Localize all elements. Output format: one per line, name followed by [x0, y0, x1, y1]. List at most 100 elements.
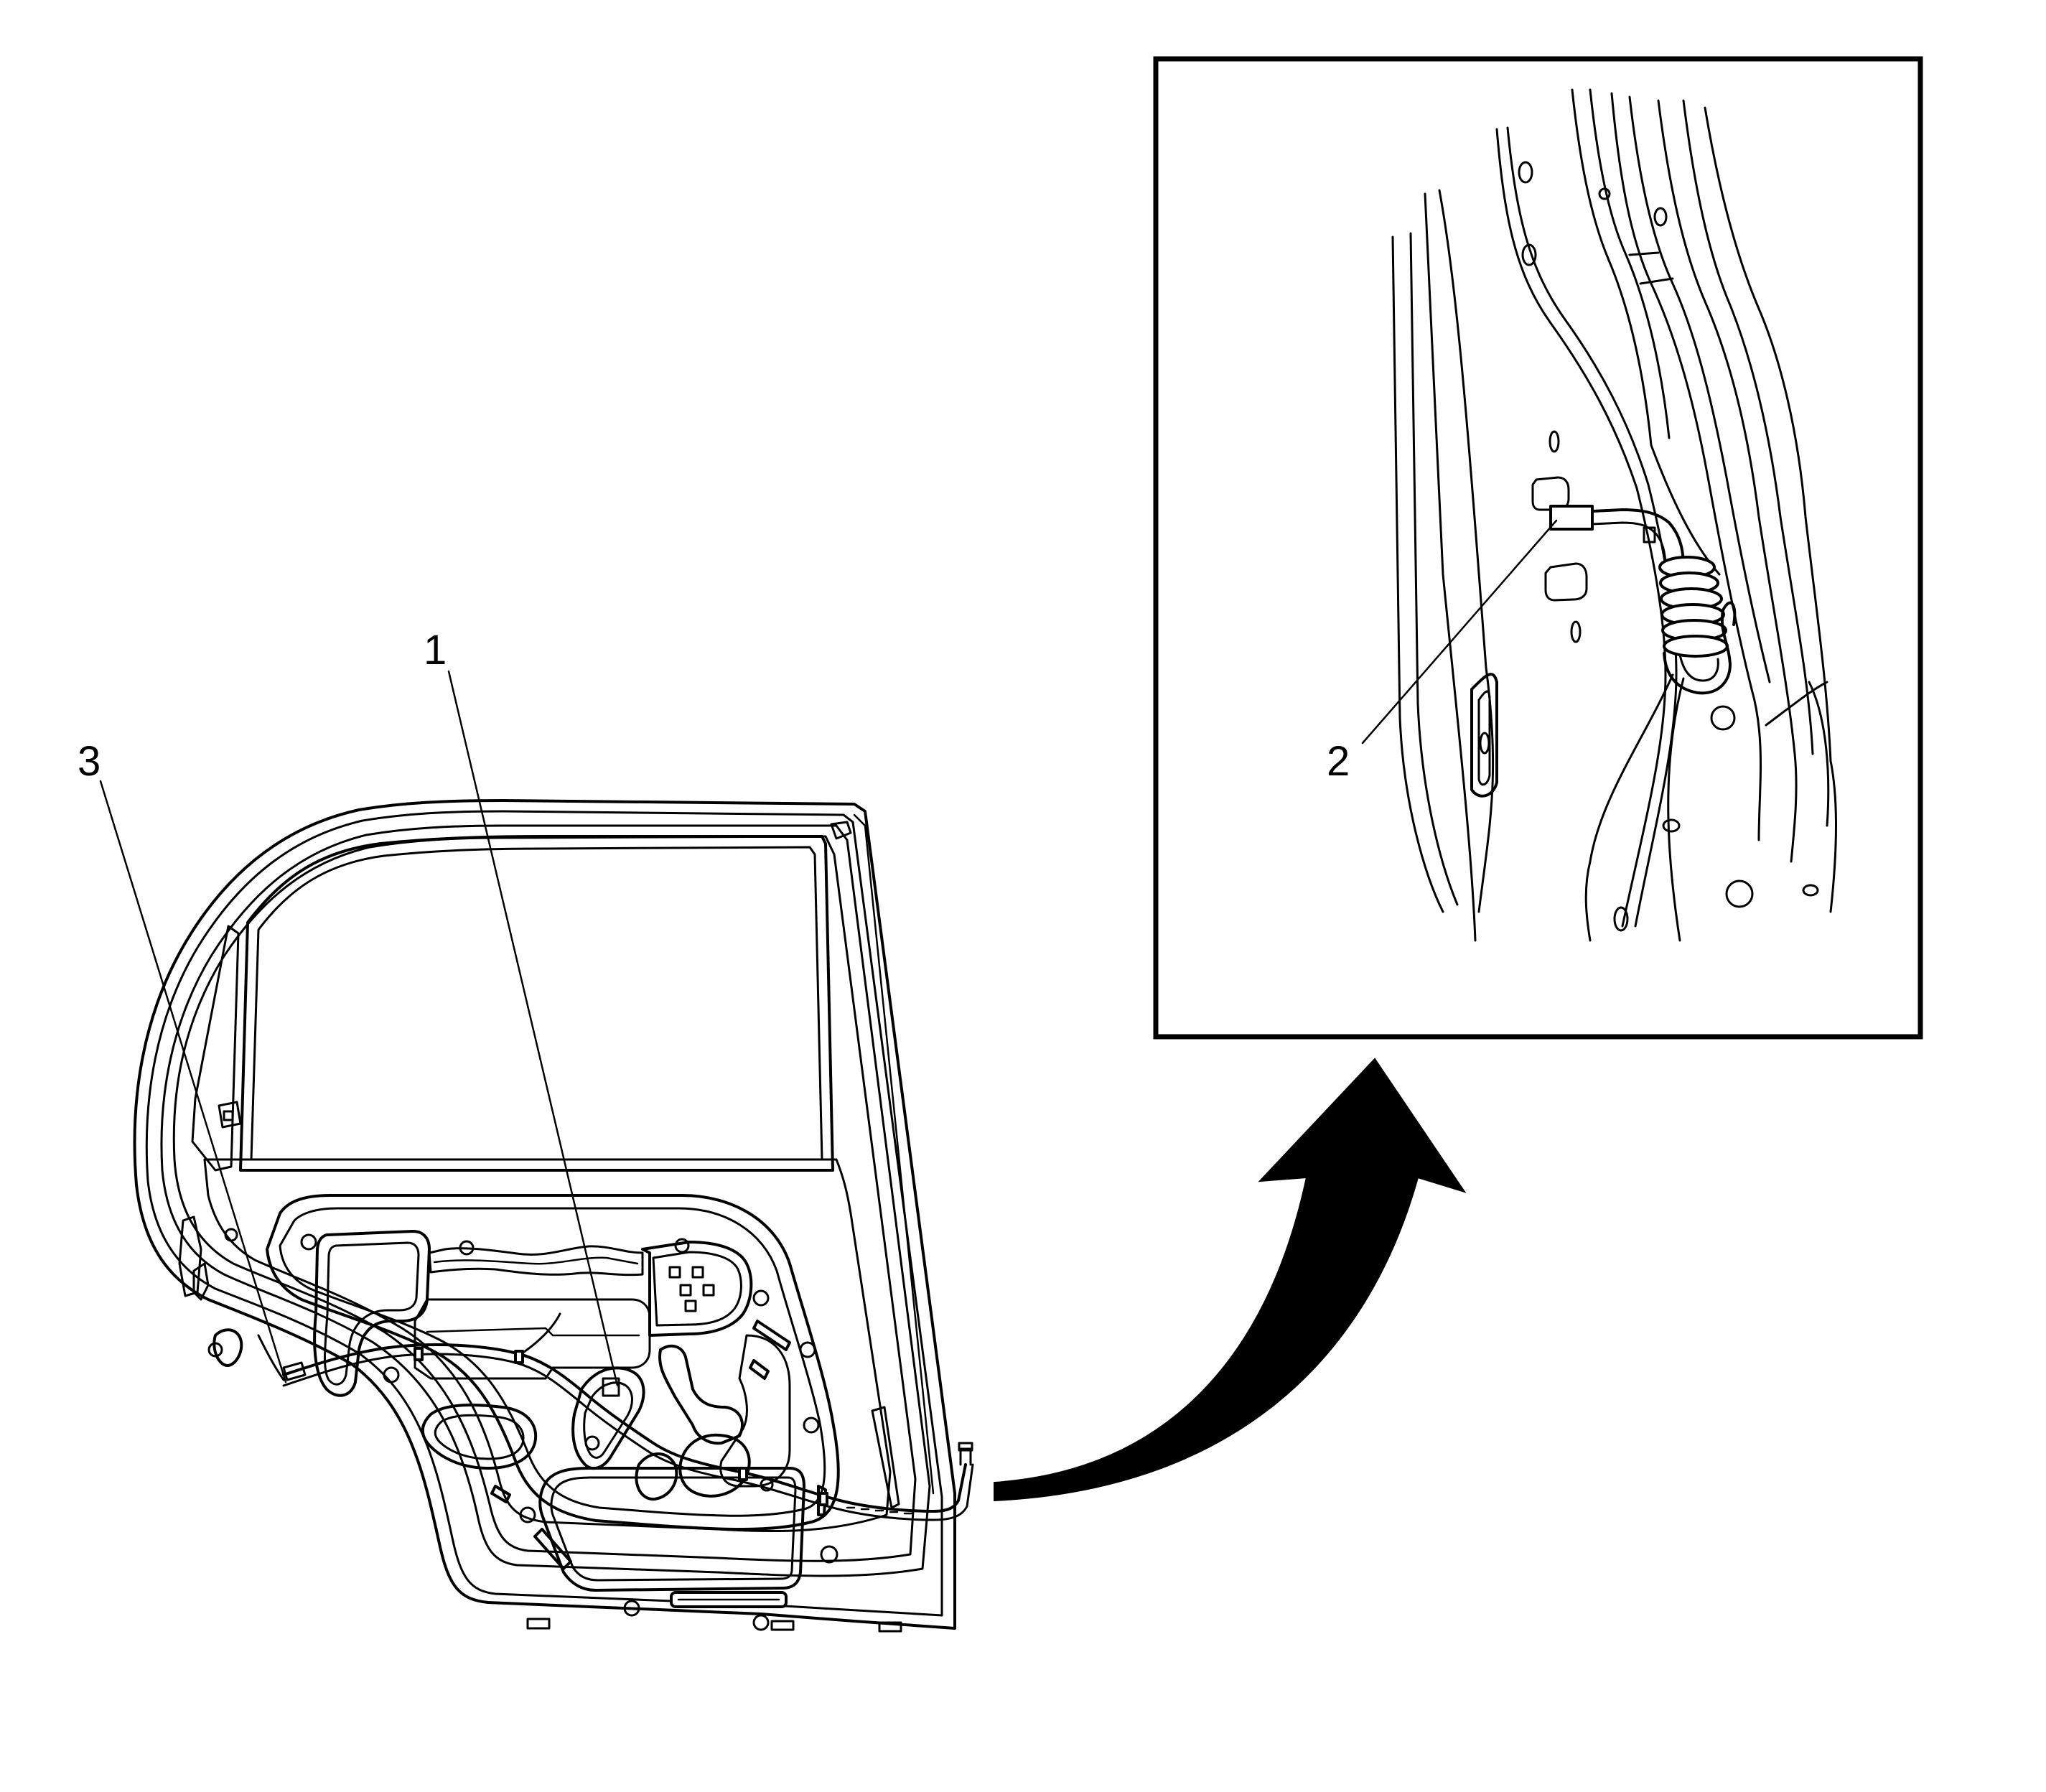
- fastener-hole: [820, 1545, 839, 1564]
- center-panel: [414, 1298, 651, 1380]
- inset-hole: [1548, 430, 1560, 453]
- inner-stamped-panel: [266, 1194, 840, 1531]
- rear-edge-line: [853, 813, 935, 1495]
- inset-frame-line: [1765, 681, 1828, 727]
- callout-label-3: 3: [78, 738, 101, 785]
- fastener-hole: [803, 1417, 820, 1434]
- inset-panel-line: [1409, 232, 1459, 906]
- rear-edge-channel: [871, 1406, 900, 1509]
- fastener-hole: [752, 1614, 770, 1631]
- fastener-hole: [752, 1289, 770, 1307]
- inset-panel-line: [1391, 235, 1444, 913]
- inset-panel-line: [1438, 189, 1495, 913]
- harness-clip: [818, 1492, 828, 1506]
- fastener-hole: [383, 1366, 400, 1383]
- latch-module-housing: [641, 1241, 753, 1337]
- door-wiring-harness: [257, 1312, 974, 1521]
- door-front-edge-strip: [191, 925, 240, 1172]
- inset-frame-line: [1589, 88, 1671, 439]
- window-opening: [239, 835, 834, 1172]
- callout-labels: 1 2 3: [78, 627, 1350, 785]
- handle-pocket: [571, 1366, 645, 1470]
- inset-frame: [1153, 56, 1923, 1040]
- inset-pillar-edge: [1495, 128, 1667, 928]
- latch-module-housing-inner: [652, 1251, 742, 1327]
- handle-clip: [602, 1377, 620, 1397]
- inset-hole: [1613, 906, 1629, 932]
- bottom-edge-clips: [526, 1618, 902, 1633]
- regulator-slot: [752, 1320, 791, 1351]
- small-slot-3: [817, 1485, 827, 1516]
- check-strap-bracket-2: [192, 1262, 210, 1301]
- callout-leader-3: [99, 780, 287, 1383]
- harness-dash-crossing: [846, 1506, 913, 1515]
- inset-hole: [1653, 207, 1668, 227]
- door-inner-panel-edge: [203, 1158, 892, 1533]
- lower-cutout-right: [538, 1467, 805, 1592]
- grommet-boot: [1663, 601, 1737, 695]
- inset-bracket-inner: [1477, 690, 1491, 786]
- fastener-hole: [674, 1238, 690, 1254]
- inset-hole: [1662, 818, 1681, 833]
- inset-pillar-edge: [1506, 126, 1678, 928]
- upper-cutout-left-inner: [324, 1241, 420, 1386]
- door-outer-edge-inner: [145, 810, 943, 1617]
- harness-clip: [414, 1347, 424, 1361]
- fastener-hole: [224, 1228, 238, 1242]
- inset-frame-line: [1628, 95, 1771, 683]
- small-slot-2: [533, 1528, 572, 1570]
- inset-hole: [1598, 187, 1611, 200]
- harness-connector-tip: [958, 1442, 973, 1452]
- fastener-hole: [300, 1233, 317, 1251]
- grommet-boot-inner: [1678, 653, 1719, 682]
- callout-leader-2: [1361, 519, 1558, 745]
- harness-front-branch: [257, 1334, 285, 1381]
- latch-square-3: [679, 1284, 692, 1297]
- inset-strap: [1628, 251, 1674, 285]
- hinge-pocket: [212, 1328, 243, 1367]
- latch-square-4: [702, 1284, 715, 1297]
- inset-pillar-edge: [1584, 673, 1674, 942]
- fastener-hole: [459, 1240, 475, 1256]
- door-outer-edge: [133, 799, 956, 1630]
- fastener-hole: [799, 1341, 816, 1358]
- inset-frame-line: [1657, 99, 1798, 863]
- callout-label-2: 2: [1327, 738, 1350, 785]
- regulator-plate: [719, 1334, 791, 1488]
- upper-rail-inner: [433, 1256, 639, 1265]
- harness-connector-end: [959, 1447, 972, 1466]
- inset-wire-outer: [1591, 521, 1667, 569]
- callout-leader-1: [447, 670, 619, 1387]
- inset-bracket: [1470, 673, 1498, 798]
- detail-inset: [1153, 56, 1923, 1040]
- harness-main-run: [282, 1343, 967, 1513]
- lower-right-pocket-2: [635, 1452, 678, 1501]
- fastener-hole: [519, 1506, 536, 1523]
- front-edge-clip: [218, 1101, 242, 1129]
- door-top-corner: [830, 821, 852, 840]
- upper-cutout-left: [313, 1230, 431, 1397]
- lock-rod-bracket: [658, 1344, 744, 1445]
- inset-panel-line: [1424, 192, 1477, 942]
- latch-square-2: [691, 1266, 704, 1279]
- fastener-hole: [584, 1435, 600, 1451]
- lower-cutout-right-inner: [550, 1476, 797, 1582]
- inset-frame-line: [1808, 681, 1830, 827]
- rear-door-assembly: [133, 799, 956, 1633]
- inset-square-cutout: [1544, 562, 1588, 602]
- inset-frame-line: [1682, 99, 1814, 755]
- harness-front-clip: [282, 1361, 307, 1381]
- inset-hole: [1710, 705, 1736, 731]
- lower-cutout-left: [421, 1404, 538, 1470]
- front-edge-clip-square: [223, 1110, 234, 1121]
- latch-square-5: [684, 1299, 697, 1312]
- inset-wire-clip: [1643, 526, 1656, 543]
- check-strap-bracket: [178, 1215, 202, 1297]
- center-panel-inner: [426, 1327, 640, 1337]
- pointer-arrow-icon: [994, 1058, 1467, 1502]
- small-slot-1: [490, 1485, 511, 1503]
- inset-wire: [1591, 508, 1685, 569]
- door-seal-channel-inner: [172, 835, 917, 1562]
- callout-label-1: 1: [424, 627, 447, 673]
- lower-cutout-left-inner: [434, 1414, 525, 1460]
